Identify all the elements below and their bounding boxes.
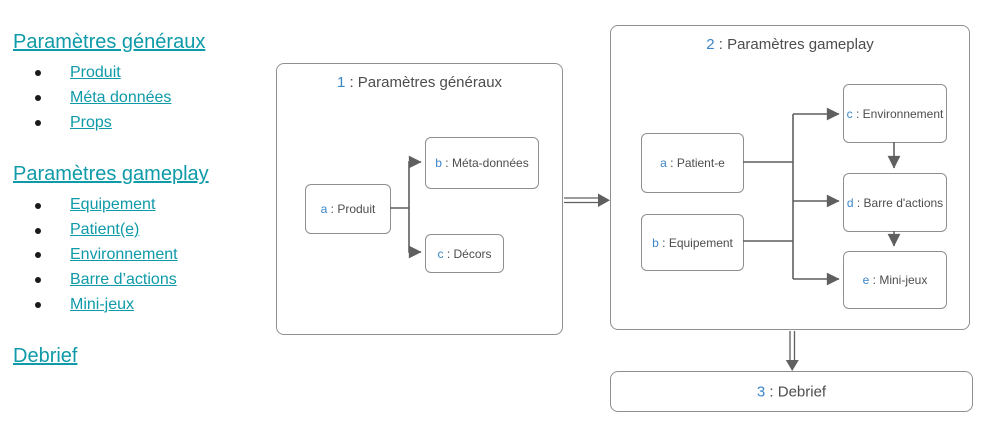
bullet-icon: [35, 119, 41, 126]
arrowhead-right-icon: [598, 193, 610, 207]
double-arrow-generaux-to-gameplay: [564, 193, 610, 207]
list-item: Mini-jeux: [13, 293, 268, 318]
separator: :: [443, 246, 454, 261]
separator: :: [666, 156, 677, 170]
node-label: Méta-données: [451, 156, 529, 170]
container-1-title-text: Paramètres généraux: [357, 74, 503, 91]
node-label: Environnement: [862, 106, 944, 121]
double-arrow-gameplay-to-debrief: [785, 331, 799, 371]
list-item: Méta données: [13, 86, 268, 111]
diagram-container-3-debrief[interactable]: 3 : Debrief: [610, 371, 973, 412]
list-item: Environnement: [13, 243, 268, 268]
node-equipement[interactable]: b : Equipement: [641, 214, 744, 271]
separator: :: [327, 202, 338, 216]
list-item: Barre d’actions: [13, 268, 268, 293]
toc-list-gameplay: Equipement Patient(e) Environnement Barr…: [13, 193, 268, 317]
table-of-contents: Paramètres généraux Produit Méta données…: [13, 30, 268, 370]
node-mini-jeux[interactable]: e : Mini-jeux: [843, 251, 947, 309]
separator: :: [869, 273, 880, 287]
list-item: Patient(e): [13, 218, 268, 243]
bullet-icon: [35, 95, 41, 102]
list-item: Props: [13, 111, 268, 136]
container-2-title: 2 : Paramètres gameplay: [611, 26, 969, 53]
node-meta-donnees[interactable]: b : Méta-données: [425, 137, 539, 189]
container-3-title: 3 : Debrief: [611, 383, 972, 400]
node-label: Barre d'actions: [863, 195, 944, 210]
container-1-title: 1 : Paramètres généraux: [277, 64, 562, 91]
node-key: d: [846, 195, 854, 210]
node-produit[interactable]: a : Produit: [305, 184, 391, 234]
bullet-icon: [35, 277, 41, 284]
node-key: c: [846, 106, 853, 121]
node-key: b: [435, 156, 442, 170]
node-key: b: [652, 235, 659, 250]
node-barre-dactions[interactable]: d : Barre d'actions: [843, 173, 947, 232]
node-key: a: [320, 202, 328, 216]
toc-link-mini-jeux[interactable]: Mini-jeux: [70, 295, 135, 313]
toc-link-patiente[interactable]: Patient(e): [70, 221, 140, 239]
separator: :: [852, 106, 863, 121]
bullet-icon: [35, 70, 41, 77]
diagram-container-2-parametres-gameplay[interactable]: 2 : Paramètres gameplay a : Patient-e b …: [610, 25, 970, 330]
separator: :: [714, 36, 728, 53]
node-key: a: [660, 156, 667, 170]
container-2-number: 2: [706, 36, 715, 53]
container-1-number: 1: [336, 74, 346, 91]
separator: :: [345, 74, 358, 91]
node-label: Patient-e: [676, 156, 725, 170]
diagram-container-1-parametres-generaux[interactable]: 1 : Paramètres généraux a : Produit b : …: [276, 63, 563, 335]
toc-heading-debrief[interactable]: Debrief: [13, 345, 78, 368]
container-3-number: 3: [756, 383, 766, 400]
bullet-icon: [35, 301, 41, 308]
bullet-icon: [35, 227, 41, 234]
toc-list-generaux: Produit Méta données Props: [13, 61, 268, 135]
node-label: Produit: [337, 202, 376, 216]
separator: :: [658, 235, 669, 250]
node-key: e: [862, 273, 870, 287]
toc-link-equipement[interactable]: Equipement: [70, 196, 156, 214]
bullet-icon: [35, 202, 41, 209]
toc-link-meta-donnees[interactable]: Méta données: [70, 88, 172, 106]
node-key: c: [437, 246, 444, 261]
toc-heading-parametres-generaux[interactable]: Paramètres généraux: [13, 31, 206, 53]
container-2-title-text: Paramètres gameplay: [727, 36, 874, 53]
node-label: Décors: [453, 246, 492, 261]
bullet-icon: [35, 252, 41, 259]
node-label: Equipement: [668, 235, 733, 250]
node-decors[interactable]: c : Décors: [425, 234, 504, 273]
separator: :: [853, 195, 864, 210]
toc-link-environnement[interactable]: Environnement: [70, 245, 178, 263]
toc-link-produit[interactable]: Produit: [70, 64, 121, 81]
list-item: Equipement: [13, 193, 268, 218]
toc-link-barre-dactions[interactable]: Barre d’actions: [70, 270, 177, 288]
toc-link-props[interactable]: Props: [70, 113, 112, 131]
node-environnement[interactable]: c : Environnement: [843, 84, 947, 143]
separator: :: [441, 156, 452, 170]
node-label: Mini-jeux: [879, 273, 928, 287]
toc-heading-parametres-gameplay[interactable]: Paramètres gameplay: [13, 163, 209, 186]
container-3-title-text: Debrief: [777, 383, 827, 400]
list-item: Produit: [13, 61, 268, 86]
arrowhead-down-icon: [785, 360, 799, 371]
node-patient-e[interactable]: a : Patient-e: [641, 133, 744, 193]
separator: :: [765, 383, 778, 400]
